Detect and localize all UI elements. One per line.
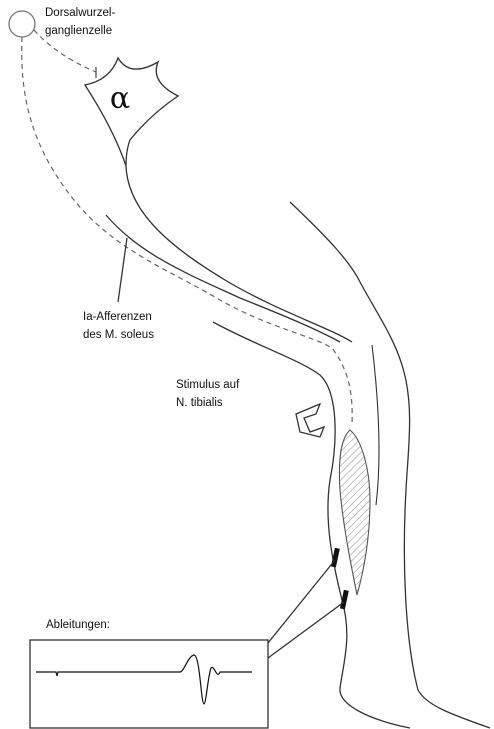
ia-afferent-fiber — [22, 37, 352, 425]
afferent-label-line2: des M. soleus — [83, 329, 154, 341]
ganglion-cell — [9, 11, 35, 37]
recording-lead-lower — [268, 602, 344, 658]
ganglion-label-line2: ganglienzelle — [45, 25, 112, 37]
recording-box — [30, 640, 268, 728]
stimulus-label-line2: N. tibialis — [176, 397, 223, 409]
motor-nerve-upper — [126, 166, 352, 342]
afferent-label-pointer — [118, 238, 127, 302]
afferent-label-line1: Ia-Afferenzen — [83, 311, 152, 323]
recordings-label: Ableitungen: — [46, 619, 110, 631]
knee-inner-contour — [372, 345, 379, 505]
soleus-muscle — [339, 430, 370, 595]
alpha-symbol: α — [110, 81, 130, 116]
recording-lead-upper — [268, 560, 335, 643]
stimulus-label-line1: Stimulus auf — [176, 379, 240, 391]
stimulus-electrode — [296, 404, 324, 437]
ganglion-label-line1: Dorsalwurzel- — [45, 7, 115, 19]
alpha-motoneuron — [85, 58, 178, 166]
leg-front-outline — [290, 202, 490, 728]
